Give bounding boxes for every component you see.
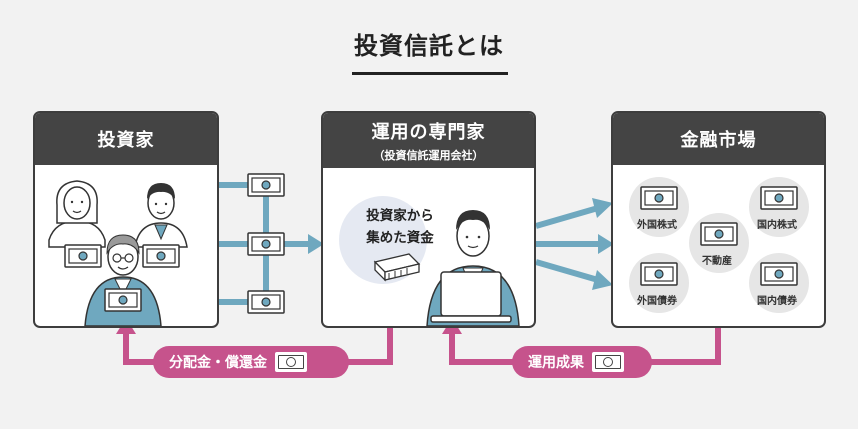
fund-line-1: 投資家から — [366, 208, 434, 224]
arrow-to-manager — [308, 234, 324, 254]
banknote-icon — [760, 262, 798, 286]
market-body — [613, 165, 824, 326]
banknote-icon — [247, 232, 285, 256]
banknote-icon — [592, 352, 624, 372]
investors-title: 投資家 — [97, 130, 155, 151]
result-label: 運用成果 — [512, 346, 652, 378]
banknote-icon — [700, 222, 738, 246]
investor-senior — [84, 234, 162, 326]
market-item-domestic-bonds: 国内債券 — [757, 296, 797, 307]
market-header: 金融市場 — [613, 113, 824, 165]
investors-box: 投資家 — [33, 111, 219, 328]
banknote-icon — [640, 262, 678, 286]
money-stack-icon — [373, 253, 421, 282]
invest-arrows — [535, 205, 600, 283]
market-item-foreign-stocks: 外国株式 — [637, 220, 677, 231]
banknote-icon — [247, 173, 285, 197]
manager-illustration — [339, 196, 520, 326]
banknote-icon — [275, 352, 307, 372]
investors-body — [35, 165, 217, 326]
manager-header: 運用の専門家 （投資信託運用会社） — [323, 113, 534, 168]
market-item-real-estate: 不動産 — [702, 256, 732, 267]
investor-man — [134, 183, 188, 248]
page-title: 投資信託とは — [354, 32, 504, 60]
distribution-text: 分配金・償還金 — [169, 355, 267, 371]
manager-title: 運用の専門家 — [371, 122, 486, 143]
banknote-icon — [640, 186, 678, 210]
market-item-domestic-stocks: 国内株式 — [757, 220, 797, 231]
result-text: 運用成果 — [528, 355, 584, 371]
market-box: 金融市場 — [611, 111, 826, 328]
investor-woman — [48, 180, 106, 248]
banknote-icon — [142, 244, 180, 268]
fund-line-2: 集めた資金 — [366, 230, 434, 246]
banknote-icon — [760, 186, 798, 210]
banknote-icon — [64, 244, 102, 268]
manager-box: 運用の専門家 （投資信託運用会社） — [321, 111, 536, 328]
laptop-icon — [430, 271, 512, 323]
title-underline — [352, 72, 508, 75]
manager-subtitle: （投資信託運用会社） — [373, 149, 484, 162]
investor-people-illustration — [48, 180, 188, 326]
market-circles — [629, 177, 809, 313]
investors-header: 投資家 — [35, 113, 217, 165]
market-title: 金融市場 — [680, 130, 757, 151]
market-item-foreign-bonds: 外国債券 — [637, 296, 677, 307]
banknote-icon — [104, 288, 142, 312]
distribution-label: 分配金・償還金 — [153, 346, 349, 378]
fund-text: 投資家から 集めた資金 — [360, 205, 440, 249]
manager-body — [323, 168, 534, 326]
banknote-icon — [247, 290, 285, 314]
